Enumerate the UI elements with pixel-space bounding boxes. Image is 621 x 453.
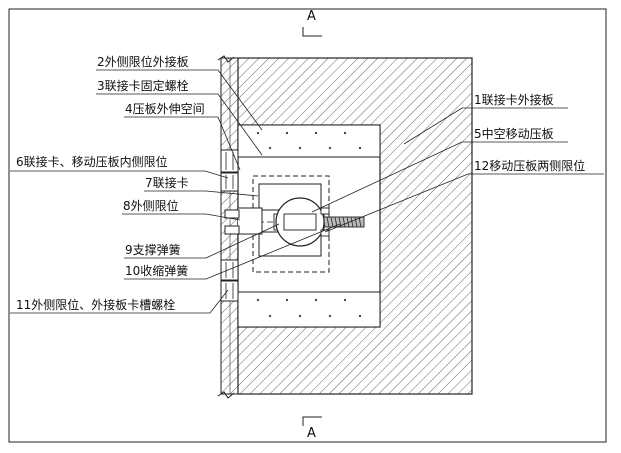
label-12: 12移动压板两侧限位: [474, 159, 586, 173]
label-3: 3联接卡固定螺栓: [97, 79, 189, 93]
drawing-border: [8, 8, 607, 443]
break-mark-top: [217, 55, 235, 63]
section-letter-bottom: A: [307, 426, 316, 441]
label-10: 10收缩弹簧: [125, 264, 189, 278]
section-mark-top: [302, 27, 322, 37]
label-11: 11外侧限位、外接板卡槽螺栓: [16, 298, 176, 312]
hollow-circle: [275, 197, 325, 247]
label-1: 1联接卡外接板: [474, 93, 554, 107]
section-letter-top: A: [307, 9, 316, 24]
label-4: 4压板外伸空间: [125, 102, 205, 116]
label-6: 6联接卡、移动压板内侧限位: [16, 155, 168, 169]
label-9: 9支撑弹簧: [125, 243, 181, 257]
leader-lines: [10, 69, 604, 314]
outer-connector-plate-bottom: [237, 291, 381, 328]
label-2: 2外侧限位外接板: [97, 55, 189, 69]
outer-connector-plate-top: [237, 124, 381, 158]
label-7: 7联接卡: [145, 176, 189, 190]
label-8: 8外侧限位: [123, 199, 179, 213]
plate-side-limit: [320, 207, 330, 215]
label-5: 5中空移动压板: [474, 127, 554, 141]
outer-limit: [238, 207, 263, 235]
section-mark-bottom: [302, 416, 322, 426]
break-mark-bottom: [217, 391, 235, 399]
